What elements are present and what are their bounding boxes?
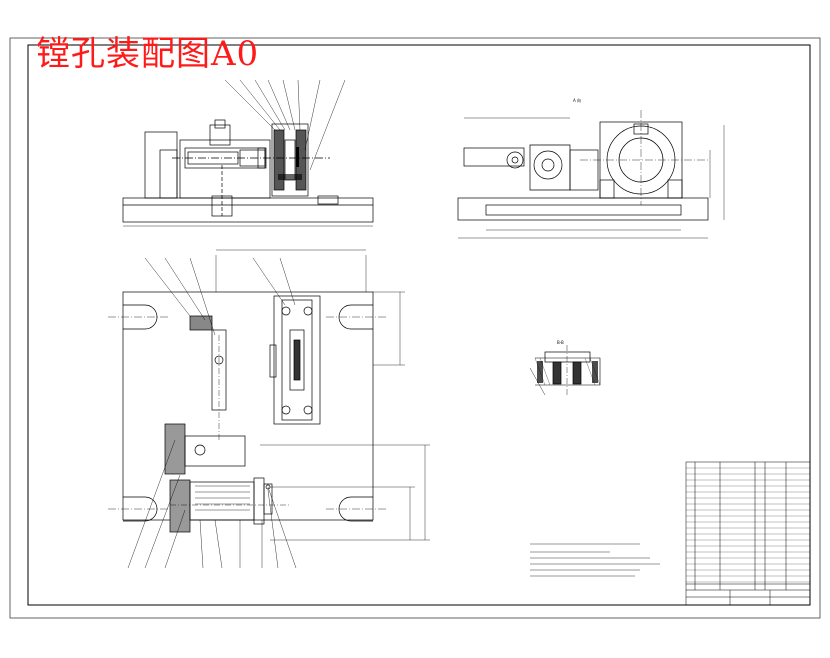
section-bb-label: B-B bbox=[557, 340, 564, 345]
plan-view bbox=[108, 249, 430, 569]
drawing-title: 镗孔装配图A0 bbox=[36, 34, 260, 74]
view-a-label: A 向 bbox=[573, 98, 582, 103]
parts-list-table bbox=[685, 461, 811, 606]
parts-list-rows bbox=[686, 467, 810, 583]
front-view bbox=[122, 79, 374, 227]
outer-border bbox=[9, 37, 821, 619]
side-view-a bbox=[457, 110, 725, 239]
inner-border bbox=[27, 44, 811, 606]
technical-notes-block bbox=[530, 543, 660, 577]
